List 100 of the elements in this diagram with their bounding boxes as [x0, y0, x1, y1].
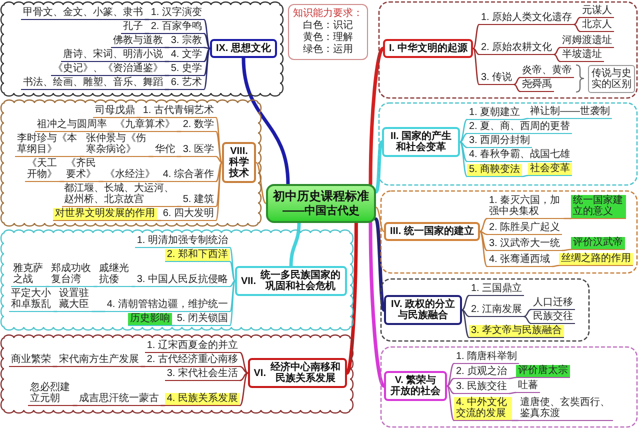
connector-line: [215, 162, 223, 182]
subtopic-text: 3. 民族交往: [454, 381, 510, 394]
topic-box: [234, 266, 347, 296]
connector-line: [553, 54, 561, 62]
connector-line: [140, 366, 146, 368]
connector-line: [176, 130, 182, 132]
topic-box: [248, 358, 347, 388]
detail-text: 河姆渡遗址: [560, 35, 614, 48]
connector-line: [523, 316, 532, 324]
branch-line: [374, 140, 384, 194]
subtopic-text: 5. 闭关锁国: [174, 313, 230, 326]
detail-text: 张仲景与《伤寒杂病论》: [84, 133, 149, 157]
connector-line: [53, 310, 58, 312]
subtopic-text: 3. 孝文帝与民族融合: [469, 325, 564, 338]
topic-title: 经济中心南移和民族关系发展: [270, 362, 341, 384]
connector-line: [459, 132, 468, 143]
detail-text: 佛教与道教: [111, 35, 165, 48]
connector-line: [215, 130, 223, 164]
connector-line: [508, 392, 517, 394]
legend-box: [288, 4, 368, 60]
detail-text: 丝绸之路的作用: [559, 253, 633, 266]
branch-line: [242, 56, 290, 186]
topic-title: 统一多民族国家的巩固和社会危机: [260, 270, 341, 292]
cloud-boundary: [0, 229, 354, 331]
topic-box: II. 国家的产生和社会变革: [382, 127, 460, 157]
subtopic-text: 2. 夏、商、西周的更替: [467, 121, 572, 134]
connector-line: [215, 162, 223, 222]
subtopic-text: 2. 古代经济重心南移: [144, 354, 240, 367]
connector-line: [229, 280, 236, 312]
connector-line: [513, 84, 521, 92]
subtitle: ——中国古代史: [282, 204, 360, 218]
subtopic-text: 1. 古代青铜艺术: [140, 105, 216, 118]
topic-number: VII.: [240, 276, 256, 286]
connector-line: [573, 16, 581, 26]
connector-line: [176, 206, 182, 208]
connector-line: [459, 141, 468, 162]
detail-text: 郑成功收复台湾: [49, 263, 94, 287]
branch-line: [345, 221, 358, 375]
subtopic-text: 4. 中外文化交流的发展: [454, 397, 512, 421]
connector-line: [521, 118, 529, 120]
connector-line: [472, 48, 480, 86]
subtopic-text: 1. 秦灭六国，加强中央集权: [487, 195, 564, 219]
branch-line: [374, 217, 386, 312]
detail-text: 人口迁移: [531, 297, 575, 310]
connector-line: [144, 18, 150, 20]
detail-text: 尧舜禹: [520, 79, 554, 92]
subtopic-text: 1. 原始人类文化遗存: [479, 12, 574, 25]
subtopic-text: 4. 春秋争霸、战国七雄: [467, 149, 572, 162]
detail-text: 社会变革: [528, 163, 572, 176]
dashed-boundary: [378, 1, 638, 99]
detail-text: 《天工开物》: [25, 158, 60, 182]
subtopic-text: 5. 商鞅变法: [467, 164, 522, 177]
connector-line: [91, 310, 106, 312]
connector-line: [239, 352, 248, 374]
subtopic-text: 1. 辽宋西夏金的并立: [144, 340, 240, 353]
connector-line: [446, 385, 455, 422]
connector-line: [239, 366, 248, 374]
detail-text: 统一国家建立的意义: [571, 195, 626, 219]
connector-line: [203, 48, 211, 76]
connector-line: [446, 385, 455, 394]
subtopic-text: 3. 传说: [479, 72, 514, 85]
legend-entry: 白色：识记: [303, 20, 353, 32]
detail-text: 半坡遗址: [560, 49, 604, 62]
connector-line: [136, 116, 142, 118]
topic-number: VI.: [254, 368, 266, 378]
connector-line: [176, 156, 182, 158]
connector-line: [508, 376, 517, 380]
connector-line: [93, 286, 98, 288]
connector-line: [239, 372, 248, 406]
topic-box: IV. 政权的分立与民族融合: [384, 295, 462, 325]
connector-line: [239, 372, 248, 382]
cloud-boundary: [0, 334, 354, 414]
detail-text: 对世界文明发展的作用: [53, 208, 157, 221]
subtopic-text: 5. 建筑: [180, 194, 216, 207]
dashed-boundary: [380, 346, 638, 428]
connector-line: [229, 260, 236, 282]
detail-text: 评价唐太宗: [516, 365, 570, 378]
subtopic-text: 6. 艺术: [168, 77, 204, 90]
topic-box: I. 中华文明的起源: [383, 39, 474, 58]
connector-line: [459, 141, 468, 148]
connector-line: [523, 308, 532, 318]
detail-text: 李时珍与《本草纲目》: [15, 133, 80, 157]
connector-line: [98, 180, 104, 182]
subtopic-text: 2. 江南发展: [469, 304, 524, 317]
connector-line: [561, 248, 572, 252]
branch-line: [368, 46, 385, 186]
subtopic-text: 3. 宋代社会生活: [164, 368, 240, 381]
subtopic-text: 2. 数学: [180, 119, 216, 132]
subtopic-text: 1. 明清加强专制统治: [134, 235, 230, 248]
connector-line: [52, 366, 58, 368]
detail-text: 成吉思汗统一蒙古: [77, 393, 161, 406]
branch-line: [375, 206, 385, 232]
detail-text: 甲骨文、金文、小篆、隶书: [21, 7, 145, 20]
detail-text: 宋代南方生产发展: [57, 354, 141, 367]
dashed-boundary: [380, 278, 590, 342]
topic-box: IX. 思想文化: [210, 39, 277, 58]
subtopic-text: 2. 郑和下西洋: [164, 249, 230, 262]
subtopic-text: 4. 张骞通西域: [487, 254, 552, 267]
cloud-boundary: [0, 99, 262, 227]
detail-text: 祖冲之与圆周率: [35, 119, 109, 132]
